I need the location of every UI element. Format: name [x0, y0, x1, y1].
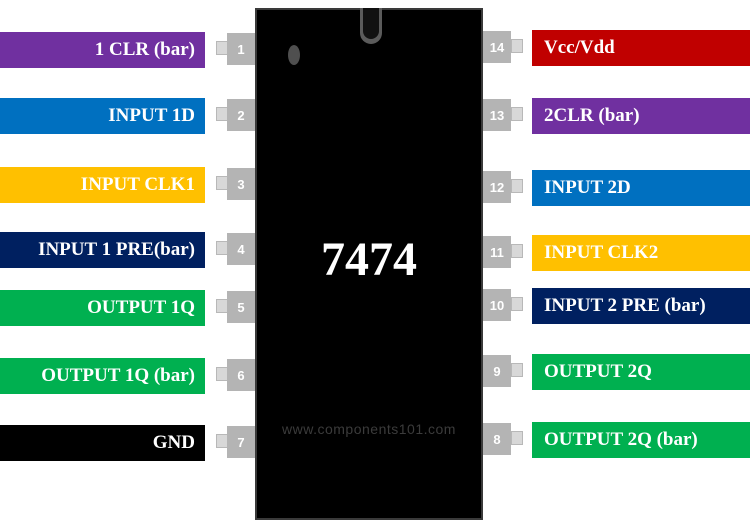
- pin-number: 5: [227, 291, 255, 323]
- pin-lead: [511, 107, 523, 121]
- pin-label: OUTPUT 2Q: [532, 354, 750, 390]
- pin-lead: [511, 39, 523, 53]
- pin-lead: [511, 363, 523, 377]
- pin-label: 1 CLR (bar): [0, 32, 205, 68]
- pin-number: 8: [483, 423, 511, 455]
- pin-lead: [511, 431, 523, 445]
- pin-number: 7: [227, 426, 255, 458]
- pin-label: 2CLR (bar): [532, 98, 750, 134]
- chip-watermark: www.components101.com: [282, 421, 456, 437]
- pin-label: INPUT 2D: [532, 170, 750, 206]
- pin-number: 1: [227, 33, 255, 65]
- pin-lead: [511, 244, 523, 258]
- pin-lead: [511, 179, 523, 193]
- ic-chip-body: 7474 www.components101.com: [255, 8, 483, 520]
- pin-label: INPUT CLK1: [0, 167, 205, 203]
- chip-name: 7474: [321, 233, 417, 286]
- pin-number: 14: [483, 31, 511, 63]
- pin-number: 4: [227, 233, 255, 265]
- pin-label: INPUT 2 PRE (bar): [532, 288, 750, 324]
- pin-label: INPUT 1 PRE(bar): [0, 232, 205, 268]
- pin-label: OUTPUT 1Q (bar): [0, 358, 205, 394]
- pin-label: Vcc/Vdd: [532, 30, 750, 66]
- pin-number: 11: [483, 236, 511, 268]
- pin-number: 3: [227, 168, 255, 200]
- pin-lead: [511, 297, 523, 311]
- pin-label: OUTPUT 2Q (bar): [532, 422, 750, 458]
- pin-number: 6: [227, 359, 255, 391]
- pin-number: 13: [483, 99, 511, 131]
- pin-number: 2: [227, 99, 255, 131]
- pin-number: 10: [483, 289, 511, 321]
- pin-number: 9: [483, 355, 511, 387]
- pin-label: GND: [0, 425, 205, 461]
- chip-notch: [360, 8, 382, 44]
- pin-label: INPUT CLK2: [532, 235, 750, 271]
- pin-label: OUTPUT 1Q: [0, 290, 205, 326]
- pin1-indicator-dot: [288, 45, 300, 65]
- pin-number: 12: [483, 171, 511, 203]
- pin-label: INPUT 1D: [0, 98, 205, 134]
